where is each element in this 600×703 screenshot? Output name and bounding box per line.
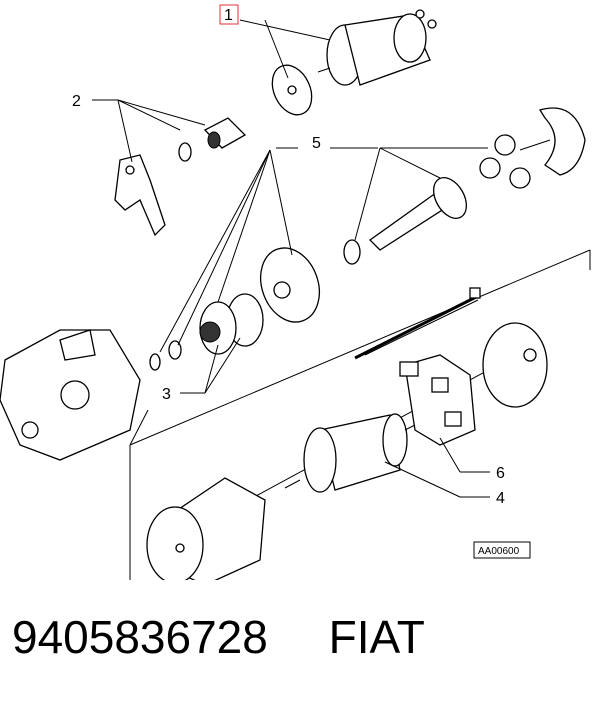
plunger-part [178, 117, 247, 162]
callout-2-label: 2 [72, 93, 81, 110]
brush-holder-part [399, 354, 476, 446]
planetary-gears-part [479, 107, 586, 189]
armature-part [284, 413, 416, 493]
callout-5-label: 5 [312, 135, 321, 152]
callout-6-label: 6 [496, 465, 505, 482]
end-cover-part [482, 322, 548, 408]
callout-4-label: 4 [496, 490, 505, 507]
callout-3-label: 3 [162, 386, 171, 403]
drive-shaft-part [343, 177, 468, 265]
brand-name: FIAT [328, 611, 425, 663]
solenoid-switch-part [317, 9, 437, 86]
part-footer: 9405836728 FIAT [12, 610, 425, 690]
drawing-code-label: AA00600 [478, 546, 520, 557]
pinion-clutch-part [149, 293, 264, 371]
callout-1-highlight-box [219, 4, 239, 25]
yoke-housing-part [146, 477, 266, 580]
gasket-plate-part [271, 64, 313, 116]
exploded-parts-diagram: 1 2 3 4 5 6 AA00600 [0, 4, 591, 580]
drive-end-housing-part [0, 329, 141, 461]
leader-lines [92, 19, 490, 498]
ring-gear-housing-part [260, 247, 320, 323]
part-number: 9405836728 [12, 611, 268, 663]
drawing-code-box [473, 541, 531, 559]
callout-1-label: 1 [224, 7, 233, 24]
shift-fork-part [114, 154, 166, 237]
through-bolt-part [354, 287, 481, 360]
